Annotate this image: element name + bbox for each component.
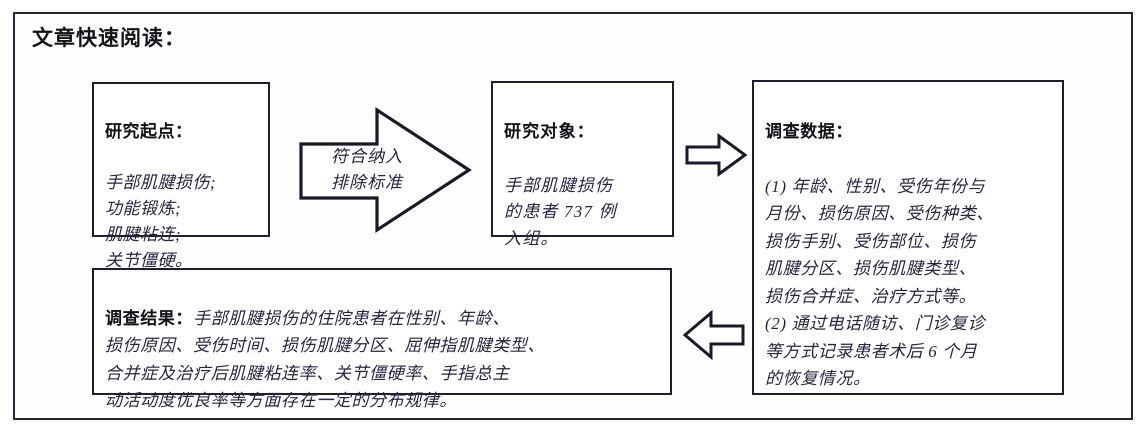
node-subject-heading: 研究对象： [504, 121, 595, 141]
node-result-content: 调查结果：手部肌腱损伤的住院患者在性别、年龄、 损伤原因、受伤时间、损伤肌腱分区… [94, 270, 670, 415]
figure-title: 文章快速阅读： [32, 27, 186, 50]
node-subject-content: 研究对象： 手部肌腱损伤 的患者 737 例 入组。 [493, 83, 672, 253]
node-box-research-start: 研究起点： 手部肌腱损伤; 功能锻炼; 肌腱粘连; 关节僵硬。 [92, 82, 270, 270]
node-data-heading: 调查数据： [765, 121, 853, 141]
node-result-heading: 调查结果： [105, 308, 193, 328]
node-start-heading: 研究起点： [105, 121, 193, 141]
arrow-right-to-data [685, 133, 747, 177]
node-box-study-subject: 研究对象： 手部肌腱损伤 的患者 737 例 入组。 [491, 81, 674, 248]
arrow-inclusion-label: 符合纳入 排除标准 [331, 147, 403, 192]
node-box-survey-result: 调查结果：手部肌腱损伤的住院患者在性别、年龄、 损伤原因、受伤时间、损伤肌腱分区… [92, 268, 672, 410]
node-result-body: 手部肌腱损伤的住院患者在性别、年龄、 损伤原因、受伤时间、损伤肌腱分区、屈伸指肌… [105, 308, 545, 411]
arrow-inclusion-criteria: 符合纳入 排除标准 [297, 106, 473, 234]
node-box-survey-data: 调查数据： (1) 年龄、性别、受伤年份与 月份、损伤原因、受伤种类、 损伤手别… [752, 80, 1064, 395]
node-data-body: (1) 年龄、性别、受伤年份与 月份、损伤原因、受伤种类、 损伤手别、受伤部位、… [765, 176, 994, 389]
node-start-body: 手部肌腱损伤; 功能锻炼; 肌腱粘连; 关节僵硬。 [105, 173, 217, 270]
arrow-left-to-result [683, 309, 745, 361]
node-data-content: 调查数据： (1) 年龄、性别、受伤年份与 月份、损伤原因、受伤种类、 损伤手别… [754, 82, 1062, 393]
node-subject-body: 手部肌腱损伤 的患者 737 例 入组。 [504, 175, 617, 249]
node-start-content: 研究起点： 手部肌腱损伤; 功能锻炼; 肌腱粘连; 关节僵硬。 [94, 84, 268, 274]
